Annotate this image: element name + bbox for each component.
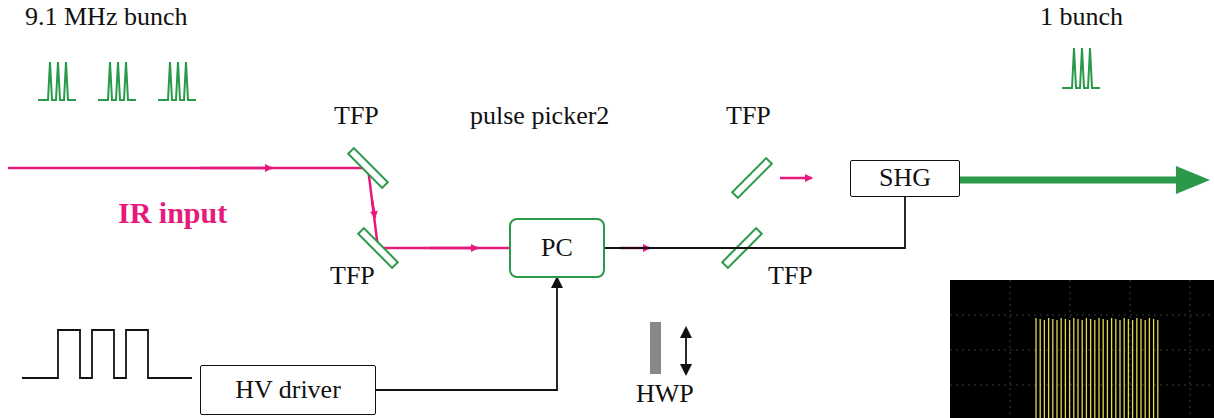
annotation-label: 9.1 MHz bunch: [25, 3, 187, 32]
tfp-mirror: [348, 148, 772, 268]
scope-trace: [1073, 318, 1074, 418]
scope-trace: [1132, 320, 1133, 418]
annotation-label: IR input: [118, 196, 227, 229]
scope-trace: [1128, 319, 1129, 418]
scope-trace: [1157, 320, 1158, 418]
scope-trace: [1103, 319, 1104, 418]
annotation-label: pulse picker2: [470, 102, 609, 131]
scope-trace: [1048, 318, 1049, 418]
scope-trace: [1098, 318, 1099, 418]
ir-beam: [8, 168, 812, 248]
annotation-label: HWP: [636, 380, 694, 409]
scope-trace: [1111, 318, 1112, 418]
component-box: PC: [509, 218, 605, 278]
annotation-label: TFP: [334, 102, 379, 131]
annotation-label: TFP: [726, 102, 771, 131]
hwp-plate: [650, 322, 692, 376]
scope-trace: [1077, 319, 1078, 418]
scope-trace: [1153, 319, 1154, 418]
scope-trace: [1119, 320, 1120, 418]
component-label: SHG: [879, 164, 931, 193]
scope-trace: [1090, 319, 1091, 418]
scope-trace: [1056, 320, 1057, 418]
scope-trace: [1086, 318, 1087, 418]
scope-trace: [1082, 320, 1083, 418]
annotation-label: 1 bunch: [1040, 3, 1123, 32]
annotation-label: TFP: [330, 262, 375, 291]
scope-trace: [1107, 320, 1108, 418]
connector: [376, 278, 557, 390]
scope-trace: [1124, 318, 1125, 418]
scope-trace: [1069, 320, 1070, 418]
scope-trace: [1044, 320, 1045, 418]
scope-trace: [1052, 319, 1053, 418]
scope-trace: [1115, 319, 1116, 418]
scope-trace: [1040, 319, 1041, 418]
hv-pulse-wave: [22, 330, 192, 378]
scope-trace: [1065, 319, 1066, 418]
scope-trace: [1035, 318, 1036, 418]
scope-trace: [1094, 320, 1095, 418]
scope-trace: [1140, 319, 1141, 418]
green-output-beam: [960, 166, 1210, 194]
scope-trace: [1145, 320, 1146, 418]
component-label: PC: [541, 234, 573, 263]
annotation-label: TFP: [768, 262, 813, 291]
component-box: SHG: [850, 160, 960, 197]
connector: [605, 197, 905, 249]
scope-trace: [1061, 318, 1062, 418]
pulse-train: [38, 48, 1100, 100]
scope-trace: [1149, 318, 1150, 418]
scope-trace: [1136, 318, 1137, 418]
oscilloscope-inset: [950, 280, 1214, 418]
component-label: HV driver: [235, 376, 341, 405]
component-box: HV driver: [200, 365, 376, 415]
